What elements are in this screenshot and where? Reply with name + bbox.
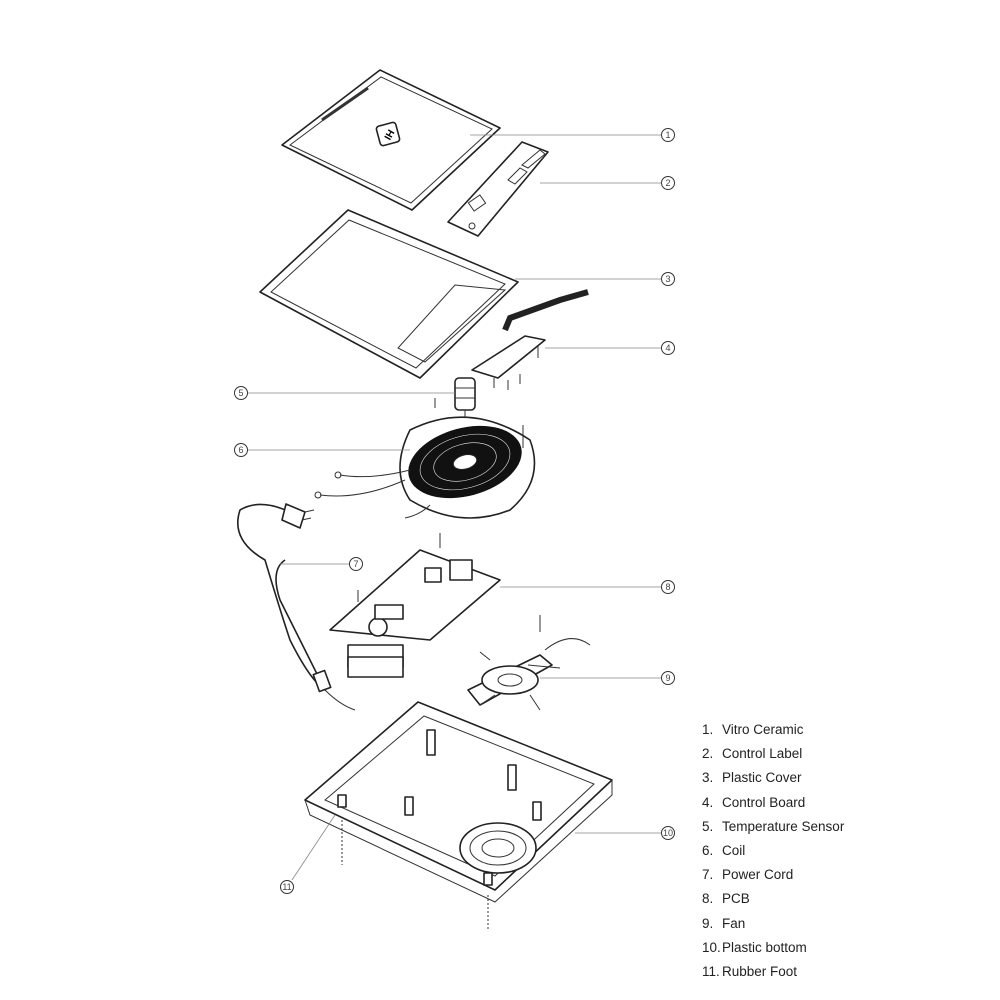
control-label — [447, 141, 549, 237]
svg-text:9: 9 — [665, 673, 670, 683]
legend-label: Power Cord — [722, 867, 794, 883]
svg-text:6: 6 — [238, 445, 243, 455]
legend-number: 10. — [702, 939, 721, 955]
vitro-ceramic-plate: IH — [281, 69, 501, 211]
legend-label: Coil — [722, 843, 746, 859]
legend-number: 9. — [702, 915, 714, 931]
callout-8: 8 — [661, 580, 675, 594]
legend-number: 7. — [702, 867, 714, 883]
parts-legend: 1. Vitro Ceramic 2. Control Label 3. Plastic … — [702, 718, 844, 984]
svg-text:8: 8 — [665, 582, 670, 592]
legend-item: 4. Control Board — [702, 791, 844, 815]
legend-item: 5. Temperature Sensor — [702, 815, 844, 839]
legend-label: Control Label — [722, 746, 803, 762]
legend-label: Vitro Ceramic — [722, 722, 804, 737]
legend-number: 1. — [702, 722, 714, 737]
callout-2: 2 — [661, 176, 675, 190]
legend-item: 1. Vitro Ceramic — [702, 718, 844, 742]
callout-7: 7 — [349, 557, 363, 571]
legend-number: 3. — [702, 770, 714, 786]
legend-item: 11.Rubber Foot — [702, 960, 844, 984]
legend-label: Plastic bottom — [722, 939, 807, 955]
coil — [314, 416, 536, 519]
svg-text:11: 11 — [282, 882, 291, 892]
pcb — [329, 533, 501, 678]
legend-label: Control Board — [722, 794, 806, 810]
legend-label: Temperature Sensor — [722, 818, 845, 834]
legend-item: 9. Fan — [702, 912, 844, 936]
legend-number: 2. — [702, 746, 714, 762]
legend-item: 3. Plastic Cover — [702, 766, 844, 790]
callout-11: 11 — [280, 880, 294, 894]
callout-3: 3 — [661, 272, 675, 286]
legend-item: 6. Coil — [702, 839, 844, 863]
legend-item: 7. Power Cord — [702, 863, 844, 887]
legend-label: PCB — [722, 891, 750, 907]
fan — [467, 615, 591, 711]
legend-item: 2. Control Label — [702, 742, 844, 766]
callout-6: 6 — [234, 443, 248, 457]
callout-9: 9 — [661, 671, 675, 685]
legend-number: 6. — [702, 843, 714, 859]
legend-label: Plastic Cover — [722, 770, 802, 786]
svg-text:2: 2 — [665, 178, 670, 188]
plastic-bottom — [304, 701, 613, 930]
legend-number: 11. — [702, 964, 720, 980]
legend-item: 10.Plastic bottom — [702, 936, 844, 960]
legend-label: Rubber Foot — [722, 964, 798, 980]
callout-10: 10 — [661, 826, 675, 840]
power-cord — [236, 503, 356, 711]
callout-1: 1 — [661, 128, 675, 142]
plastic-cover — [259, 209, 519, 379]
svg-text:4: 4 — [665, 343, 670, 353]
callout-5: 5 — [234, 386, 248, 400]
svg-text:7: 7 — [353, 559, 358, 569]
svg-text:5: 5 — [238, 388, 243, 398]
svg-text:10: 10 — [663, 828, 673, 838]
control-board — [471, 289, 589, 390]
legend-number: 5. — [702, 818, 714, 834]
svg-text:1: 1 — [665, 130, 670, 140]
leader-lines — [248, 134, 661, 881]
ih-logo: IH — [383, 128, 398, 142]
legend-number: 4. — [702, 794, 714, 810]
legend-label: Fan — [722, 915, 746, 931]
callout-4: 4 — [661, 341, 675, 355]
svg-text:3: 3 — [665, 274, 670, 284]
legend-number: 8. — [702, 891, 714, 907]
legend-item: 8. PCB — [702, 887, 844, 911]
